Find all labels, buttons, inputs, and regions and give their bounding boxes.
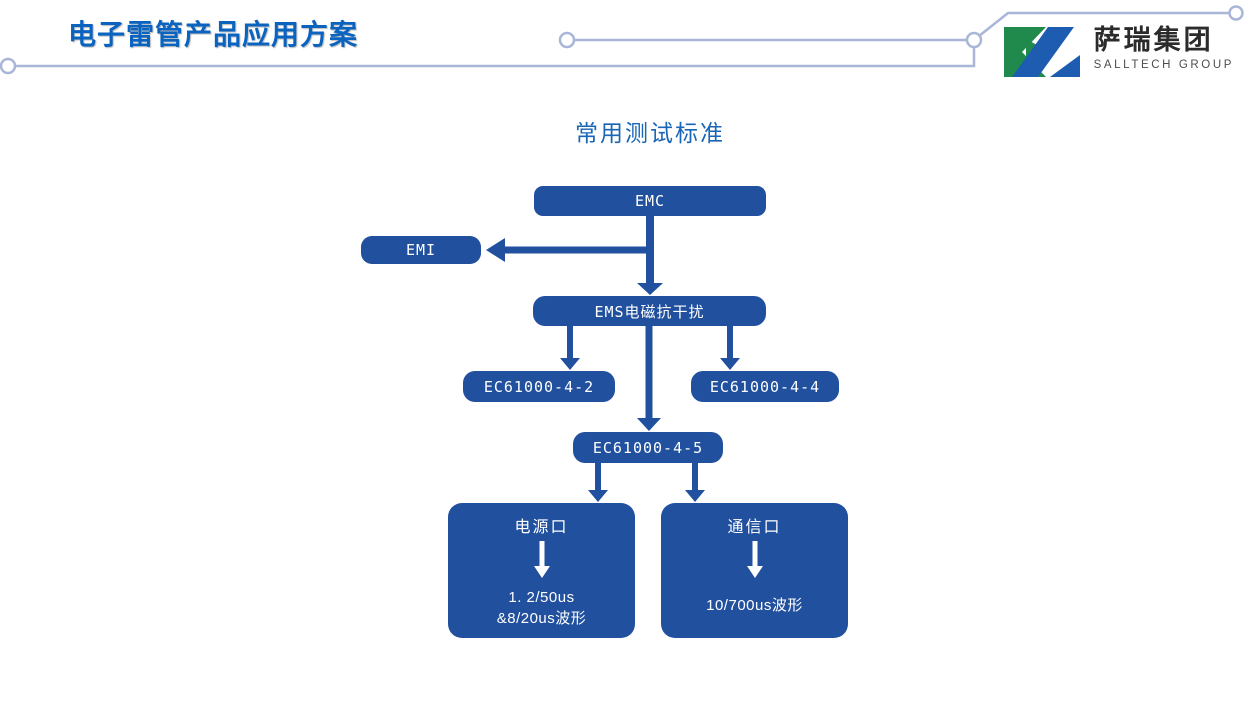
node-emi: EMI <box>361 236 481 264</box>
node-emc: EMC <box>534 186 766 216</box>
power-port-label: 电源口 <box>514 519 569 536</box>
power-port-waveform-line1: 1. 2/50us <box>508 589 575 606</box>
power-port-waveform-line2: &8/20us波形 <box>496 610 587 627</box>
company-logo-icon <box>1003 27 1080 77</box>
company-name-en: SALLTECH GROUP <box>1093 58 1234 71</box>
node-ec61000-4-5: EC61000-4-5 <box>573 432 723 463</box>
node-ec61000-4-4: EC61000-4-4 <box>691 371 839 402</box>
decorative-lines <box>0 5 1244 75</box>
company-logo: 萨瑞集团 SALLTECH GROUP <box>1003 25 1234 78</box>
node-ec61000-4-2: EC61000-4-2 <box>463 371 615 402</box>
down-arrow-icon <box>533 541 550 578</box>
node-comm-port: 通信口 10/700us波形 <box>661 503 848 638</box>
comm-port-waveform-line1: 10/700us波形 <box>706 597 803 614</box>
page-title: 电子雷管产品应用方案 <box>68 19 359 50</box>
company-name-cn: 萨瑞集团 <box>1093 25 1214 55</box>
comm-port-label: 通信口 <box>727 519 782 536</box>
diagram-title: 常用测试标准 <box>575 120 725 146</box>
node-power-port: 电源口 1. 2/50us &8/20us波形 <box>448 503 635 638</box>
down-arrow-icon <box>746 541 763 578</box>
node-ems: EMS电磁抗干扰 <box>533 296 766 326</box>
